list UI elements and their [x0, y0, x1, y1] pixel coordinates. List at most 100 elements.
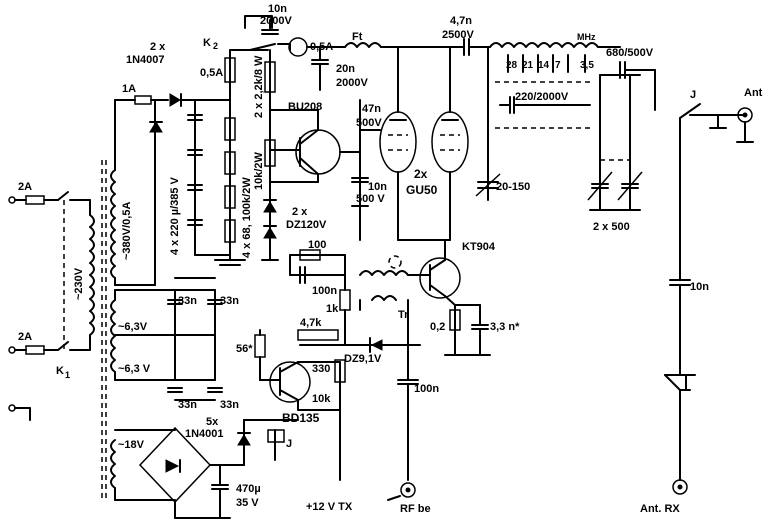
- label-tap-7: 7: [555, 60, 561, 71]
- rf-input-connector: [400, 482, 416, 498]
- label-hv-bleeders: 4 x 68, 100k/2W: [241, 177, 253, 258]
- label-cap-10n-top-v: 2000V: [260, 15, 292, 27]
- res-1k: [339, 289, 351, 311]
- label-plus12: +12 V TX: [306, 501, 353, 513]
- mains-fuse-top: [25, 195, 45, 205]
- label-choke-ft: Ft: [352, 31, 363, 43]
- fuse-1a: [134, 95, 152, 105]
- label-c33-3: 33n: [178, 399, 197, 411]
- label-relay-k2-sub: 2: [213, 41, 218, 51]
- antenna-relay: [654, 69, 754, 495]
- hv-diode-top: [169, 93, 181, 107]
- ammeter: [288, 37, 308, 57]
- label-mhz: MHz: [577, 32, 596, 42]
- label-tr: Tr: [398, 309, 409, 321]
- mains-primary-winding: [89, 214, 95, 336]
- label-res-1k: 1k: [326, 303, 339, 315]
- bleeder-4: [224, 219, 236, 243]
- label-cap-47n-v: 500V: [356, 117, 382, 129]
- label-cap-20n: 20n: [336, 63, 355, 75]
- label-res-47k: 4,7k: [300, 317, 322, 329]
- label-cap-coupling: 4,7n: [450, 15, 472, 27]
- hv-secondary: [110, 93, 231, 286]
- mains-input: [8, 191, 95, 421]
- label-rect-count: 5x: [206, 416, 219, 428]
- label-band-caps: 220/2000V: [515, 91, 569, 103]
- label-cap-20n-v: 2000V: [336, 77, 368, 89]
- label-load-caps: 2 x 500: [593, 221, 630, 233]
- label-cap-10n-right: 10n: [690, 281, 709, 293]
- label-relay-j-top: J: [690, 89, 696, 101]
- label-tap-28: 28: [506, 60, 518, 71]
- label-zener-type: DZ120V: [286, 219, 327, 231]
- res-56: [254, 334, 266, 358]
- label-bu208: BU208: [288, 101, 322, 113]
- label-res-56: 56*: [236, 343, 253, 355]
- label-c33-2: 33n: [220, 295, 239, 307]
- label-v18: ~18V: [118, 439, 145, 451]
- label-hv-caps: 4 x 220 µ/385 V: [169, 176, 181, 255]
- bu208-transistor: [295, 129, 341, 175]
- driver-stage: [289, 239, 491, 481]
- label-relay-k2: K: [203, 37, 211, 49]
- filament-windings: [110, 277, 223, 401]
- choke-ft: [344, 42, 382, 48]
- label-hv-diode-type: 1N4007: [126, 54, 165, 66]
- label-cap-470: 470µ: [236, 483, 261, 495]
- plate-supply: [261, 19, 461, 91]
- res-10k-2w: [264, 139, 276, 167]
- zener-1: [263, 201, 277, 213]
- bd135-transistor: [269, 361, 311, 403]
- label-c33-4: 33n: [220, 399, 239, 411]
- label-v63-b: ~6,3 V: [118, 363, 151, 375]
- label-tap-21: 21: [522, 60, 534, 71]
- tubes-gu50: [351, 46, 469, 241]
- label-cap-10n-500-v: 500 V: [356, 193, 385, 205]
- label-fuse-bottom: 2A: [18, 331, 32, 343]
- label-cap-33n-star: 3,3 n*: [490, 321, 520, 333]
- label-bd135: BD135: [282, 411, 320, 425]
- label-res-2k2: 2 x 2,2k/8 W: [253, 55, 265, 118]
- label-tap-14: 14: [538, 60, 550, 71]
- mains-fuse-bottom: [25, 345, 45, 355]
- bleeder-2: [224, 151, 236, 175]
- label-fuse-1a: 1A: [122, 83, 136, 95]
- zener-2: [263, 227, 277, 239]
- label-cap-coupling-v: 2500V: [442, 29, 474, 41]
- label-hv-secondary: ~380V/0,5A: [121, 202, 133, 260]
- hv-capacitor-stack: [187, 99, 246, 266]
- res-02: [449, 309, 461, 331]
- transformer-core: [101, 160, 107, 500]
- label-res-02: 0,2: [430, 321, 445, 333]
- bleeder-1: [224, 117, 236, 141]
- hv-diode-side: [149, 121, 163, 133]
- screen-regulator: [261, 49, 361, 261]
- label-relay-k1-sub: 1: [65, 370, 70, 380]
- label-v63-a: ~6,3V: [118, 321, 148, 333]
- low-voltage-supply: [110, 426, 245, 519]
- label-ant: Ant: [744, 87, 763, 99]
- label-res-100: 100: [308, 239, 326, 251]
- label-zener-count: 2 x: [292, 206, 308, 218]
- relay-coil: [267, 429, 285, 443]
- res-47k: [297, 329, 339, 341]
- label-cap-47n: 47n: [362, 103, 381, 115]
- label-relay-j: J: [286, 438, 292, 450]
- res-2k2: [264, 61, 276, 93]
- label-ant-rx: Ant. RX: [640, 503, 680, 515]
- ant-rx-connector: [672, 479, 688, 495]
- label-fuse-05a: 0,5A: [200, 67, 223, 79]
- label-tube-count: 2x: [414, 167, 428, 181]
- label-dz91: DZ9,1V: [344, 353, 382, 365]
- label-res-330: 330: [312, 363, 330, 375]
- label-fuse-top: 2A: [18, 181, 32, 193]
- label-rf-in: RF be: [400, 503, 431, 515]
- tank-coil: [489, 42, 599, 48]
- transformer-tr: [371, 295, 397, 301]
- relay-driver: [237, 329, 346, 481]
- label-cap-470-v: 35 V: [236, 497, 259, 509]
- label-tap-35: 3,5: [580, 60, 594, 71]
- label-cap-100n-b: 100n: [414, 383, 439, 395]
- label-res-10k2w: 10k/2W: [253, 151, 265, 190]
